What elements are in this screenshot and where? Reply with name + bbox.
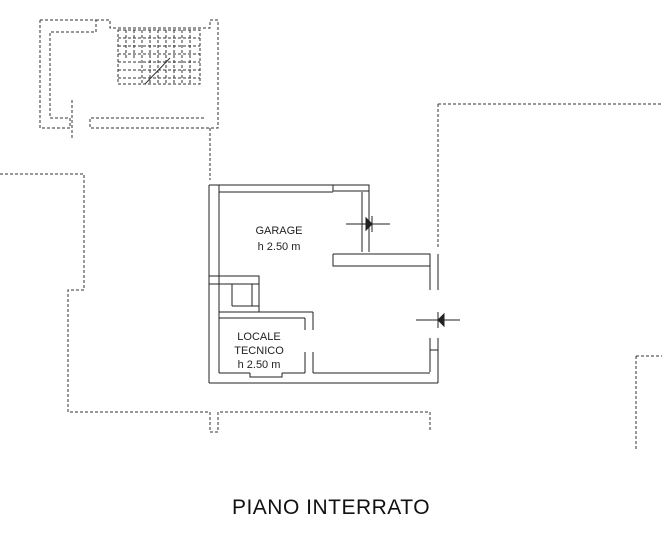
drawing-title: PIANO INTERRATO [231, 496, 431, 519]
upper-stair-block-outline [39, 19, 219, 180]
garage-height-label: h 2.50 m [257, 241, 301, 253]
garage-label: GARAGE [255, 225, 303, 237]
section-marker-right [416, 312, 460, 328]
locale-tecnico-label-line1: LOCALE [237, 331, 281, 343]
locale-tecnico-label-line2: TECNICO [234, 345, 284, 357]
section-marker-garage [346, 216, 390, 232]
dashed-footprint-lines [0, 103, 662, 450]
locale-tecnico-height-label: h 2.50 m [237, 359, 281, 371]
staircase [117, 29, 201, 85]
walls [208, 184, 439, 384]
